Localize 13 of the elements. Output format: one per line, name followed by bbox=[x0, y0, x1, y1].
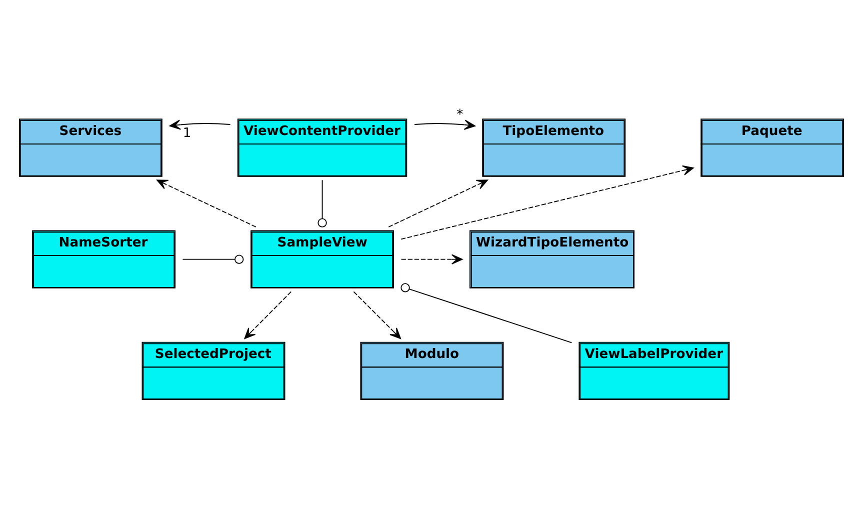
edge-label: * bbox=[456, 106, 464, 122]
arrow bbox=[353, 290, 401, 338]
connector bbox=[318, 179, 327, 227]
connector bbox=[400, 282, 572, 343]
arrow bbox=[156, 179, 256, 227]
arrow bbox=[388, 179, 488, 227]
connector bbox=[182, 254, 244, 264]
arrow bbox=[414, 119, 476, 130]
arrow bbox=[400, 254, 463, 264]
arrow bbox=[244, 290, 292, 338]
arrow bbox=[169, 119, 231, 130]
edge-label: 1 bbox=[182, 125, 192, 140]
arrow bbox=[400, 164, 694, 240]
